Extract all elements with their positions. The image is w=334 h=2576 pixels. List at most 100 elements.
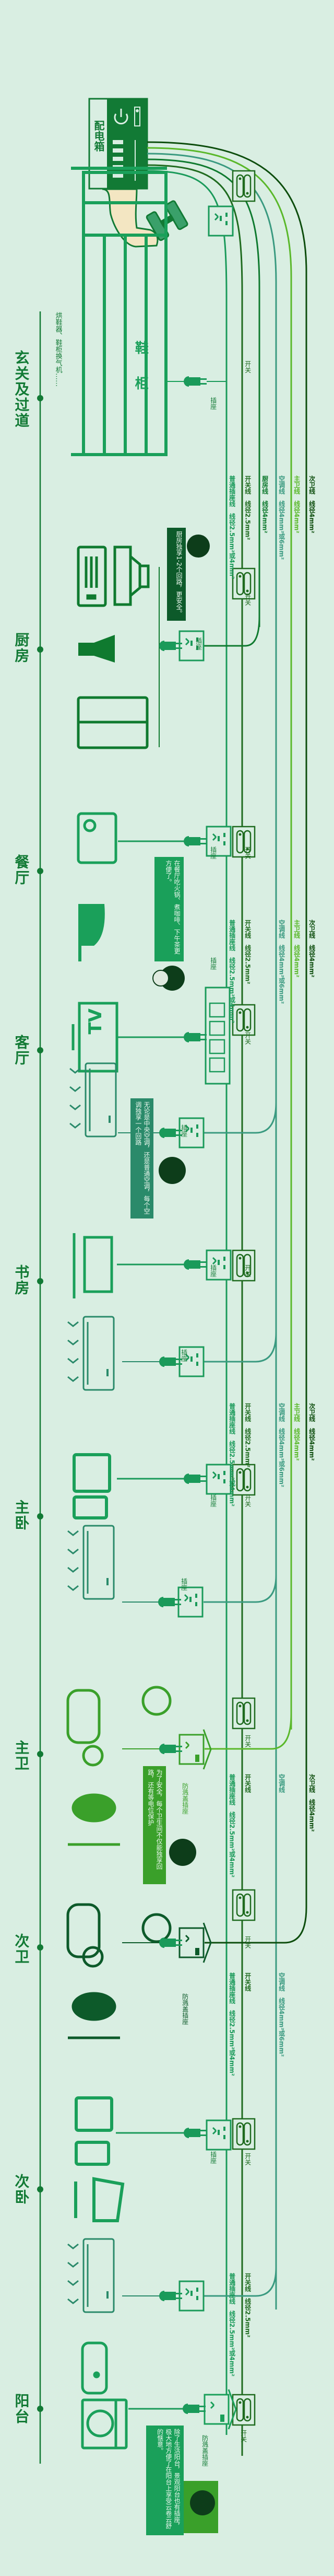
room-dot-second-bath xyxy=(37,1944,43,1951)
entrance-note: 烘鞋器、鞋柜换气机…… xyxy=(54,312,62,387)
study-ac-plug-icon xyxy=(159,1356,182,1367)
second-bedroom-switch-icon xyxy=(232,2118,256,2150)
wire-label-switch: 开关线 xyxy=(244,1972,252,1991)
room-label-dining: 餐厅 xyxy=(13,854,30,886)
entrance-plug-icon xyxy=(184,376,207,387)
second-bedroom-ac-plug-icon xyxy=(159,2291,182,2301)
wire-socket xyxy=(147,170,228,2435)
fridge-icon xyxy=(77,696,149,749)
room-label-study: 书房 xyxy=(13,1264,30,1296)
wire-label-second-bath: 次卫线 线径4mm² xyxy=(308,1774,316,1832)
shoe-cabinet-text-1: 鞋 xyxy=(133,341,149,354)
socket-label: 插座 xyxy=(209,846,217,859)
callout-kitchen: 厨房独享1-2个回路，更安全。 xyxy=(167,528,186,621)
wire-ac xyxy=(147,153,277,2310)
second-bedroom-ac-icon xyxy=(67,2238,115,2313)
switch-label: 开关 xyxy=(244,1032,252,1045)
cartoon-character-balcony xyxy=(182,2481,218,2533)
socket-label: 插座 xyxy=(180,1124,188,1137)
wire-second-bath xyxy=(147,141,307,1907)
callout-balcony: 除了生活阳台，景观阳台也有插座，极大地方便了在阳台上享受云卷云舒的惬意。 xyxy=(146,2426,184,2535)
wire-label-main-bath: 主卫线 线径4mm² xyxy=(293,920,301,978)
kitchen-plug-icon xyxy=(159,641,182,651)
cartoon-character-living xyxy=(159,1157,186,1184)
wire-main-bath xyxy=(147,147,292,1730)
room-label-second-bath: 次卫 xyxy=(13,1933,30,1965)
wire-label-main-bath: 主卫线 线径4mm² xyxy=(293,475,301,533)
branch-wires xyxy=(204,616,307,2297)
second-bath-plug-icon xyxy=(159,1937,182,1948)
wire-label-second-bath: 次卫线 线径4mm² xyxy=(308,475,316,533)
room-dot-kitchen xyxy=(37,646,43,653)
switch-label: 开关 xyxy=(244,2153,252,2165)
master-bedroom-ac-icon xyxy=(67,1525,115,1600)
room-label-master-bath: 主卫 xyxy=(13,1740,30,1771)
wire-label-main-bath: 主卫线 线径4mm² xyxy=(293,1403,301,1461)
study-plug-icon xyxy=(184,1259,207,1270)
socket-label: 插座 xyxy=(209,957,217,970)
second-bath-appliances-icon xyxy=(66,1903,172,2039)
hotpot-icon xyxy=(78,904,105,961)
socket-label: 插座 xyxy=(180,1578,188,1591)
wire-label-socket: 普通插座线 线径2.5mm²或4mm² xyxy=(228,475,236,579)
socket-label: 插座 xyxy=(209,1494,217,1507)
socket-label: 插座 xyxy=(180,1349,188,1362)
phone-icon xyxy=(73,1495,108,1519)
wire-label-second-bath: 次卫线 线径4mm² xyxy=(308,920,316,978)
switch-label: 开关 xyxy=(244,1494,252,1507)
socket-label: 插座 xyxy=(209,1264,217,1277)
wire-label-ac: 空调线 xyxy=(278,1774,285,1793)
splash-socket-label: 防溅盖插座 xyxy=(201,2435,209,2466)
tv-plug-icon xyxy=(184,1032,207,1042)
callout-bathroom: 为了安全，每个卫生间不仅能独享回路，还有等电位保护 xyxy=(143,1766,166,1884)
switch-label: 开关 xyxy=(240,2430,247,2442)
shoe-cabinet-text-2: 柜 xyxy=(133,376,149,390)
cartoon-character-bath xyxy=(169,1839,196,1866)
room-label-balcony: 阳台 xyxy=(13,2393,30,2424)
wire-label-socket: 普通插座线 线径2.5mm²或4mm² xyxy=(228,2273,236,2377)
master-bedroom-switch-icon xyxy=(232,1464,256,1496)
second-bedroom-devices-icon xyxy=(74,2096,125,2222)
wire-label-switch: 开关线 线径2.5mm² xyxy=(244,2273,252,2338)
socket-label: 插座 xyxy=(195,637,202,650)
master-bedroom-ac-socket-icon xyxy=(177,1586,204,1618)
coffee-machine-icon xyxy=(77,812,117,864)
study-ac-icon xyxy=(67,1316,115,1391)
wire-label-ac: 空调线 线径4mm²或6mm² xyxy=(278,1403,285,1488)
study-switch-icon xyxy=(232,1249,256,1282)
power-strip-icon xyxy=(205,987,231,1085)
master-bath-switch-icon xyxy=(232,1697,256,1730)
room-dot-study xyxy=(37,1278,43,1284)
splash-socket-label: 防溅盖插座 xyxy=(181,1993,189,2025)
switch-label: 开关 xyxy=(244,593,252,606)
room-label-kitchen: 厨房 xyxy=(13,632,30,664)
room-dot-entrance xyxy=(37,395,43,401)
balcony-plug-icon xyxy=(183,2404,206,2414)
oven-icon xyxy=(77,546,107,607)
master-bedroom-plug-icon xyxy=(184,1473,207,1484)
kitchen-switch-icon xyxy=(232,567,256,600)
wire-label-ac: 空调线 线径4mm²或6mm² xyxy=(278,920,285,1004)
wire-label-switch: 开关线 线径2.5mm² xyxy=(244,1403,252,1468)
room-dot-master-bedroom xyxy=(37,1513,43,1519)
wire-label-socket: 普通插座线 线径2.5mm²或4mm² xyxy=(228,1972,236,2076)
second-bedroom-plug-icon xyxy=(184,2128,207,2138)
second-bath-switch-icon xyxy=(232,1889,256,1921)
room-dot-balcony xyxy=(37,2406,43,2412)
wire-label-socket: 普通插座线 线径2.5mm²或4mm² xyxy=(228,920,236,1024)
socket-label: 插座 xyxy=(209,397,217,410)
room-markers xyxy=(37,395,43,2412)
tv-label: TV xyxy=(85,1008,106,1035)
callout-living-ac: 无论是中央空调，还是普通空调，每个空调独享一个回路 xyxy=(130,1098,153,1219)
room-label-second-bedroom: 次卧 xyxy=(13,2174,30,2205)
wire-label-socket: 普通插座线 线径2.5mm²或4mm² xyxy=(228,1774,236,1878)
laptop-icon xyxy=(73,1233,113,1298)
room-dot-second-bedroom xyxy=(37,2186,43,2192)
living-ac-icon xyxy=(69,1062,117,1138)
range-hood-icon xyxy=(113,546,150,606)
master-bath-plug-icon xyxy=(159,1744,182,1754)
wire-label-kitchen: 厨房线 线径4mm² xyxy=(261,475,269,533)
room-label-living: 客厅 xyxy=(13,1035,30,1066)
